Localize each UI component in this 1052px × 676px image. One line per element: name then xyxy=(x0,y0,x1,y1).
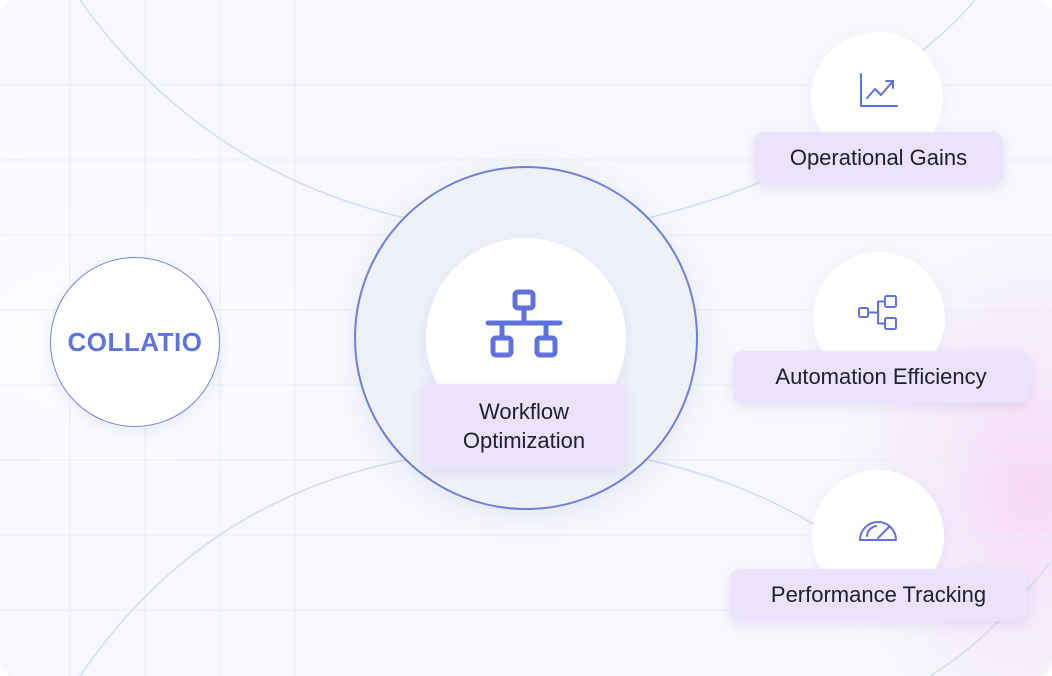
node-label-text: Automation Efficiency xyxy=(775,364,987,389)
node-performance-tracking-label: Performance Tracking xyxy=(730,569,1027,621)
trending-up-chart-icon xyxy=(860,73,898,107)
sitemap-network-icon xyxy=(485,289,563,358)
node-automation-efficiency-label: Automation Efficiency xyxy=(733,351,1029,403)
speedometer-gauge-icon xyxy=(859,521,897,541)
hub-label: Workflow Optimization xyxy=(422,384,626,468)
connector-arcs xyxy=(79,0,1052,676)
brand-name: COLLATIO xyxy=(67,326,203,357)
flow-branch-icon xyxy=(858,295,897,330)
node-label-text: Performance Tracking xyxy=(770,582,987,607)
node-operational-gains-label: Operational Gains xyxy=(754,132,1003,184)
hub-label-line1: Workflow xyxy=(478,399,570,424)
hub-label-line2: Optimization xyxy=(462,428,586,453)
node-label-text: Operational Gains xyxy=(789,145,968,170)
brand-node: COLLATIO xyxy=(50,257,220,427)
